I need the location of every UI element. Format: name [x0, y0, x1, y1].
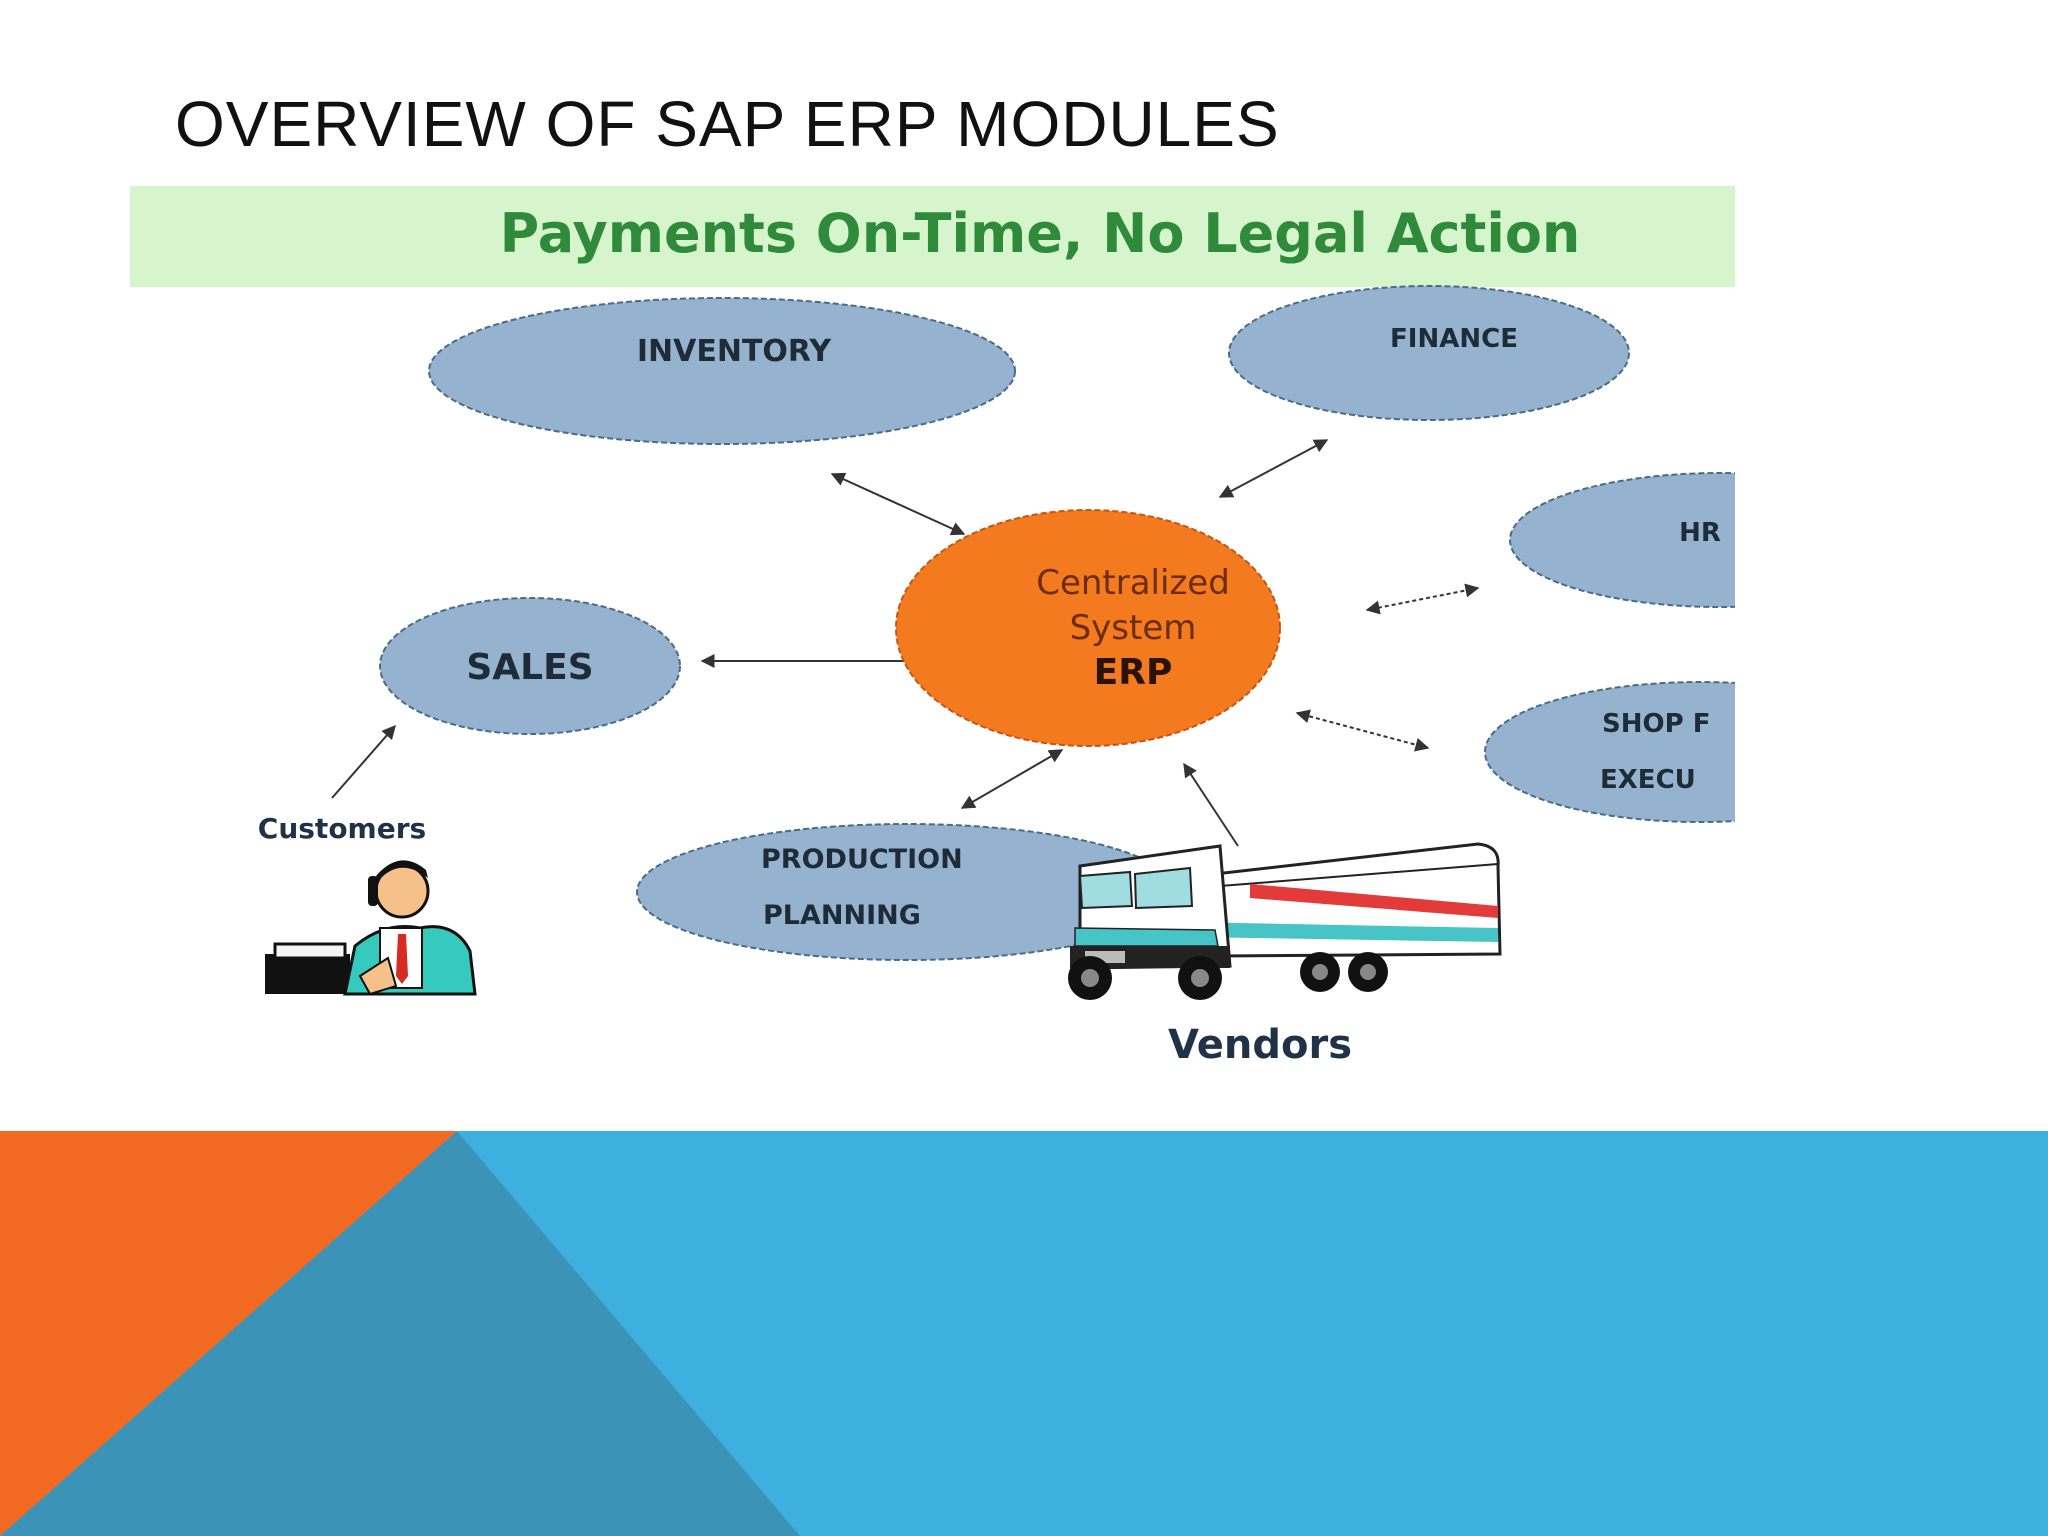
vendor-truck-icon — [1068, 842, 1502, 1000]
center-erp-system: Centralized System ERP — [895, 509, 1281, 747]
center-label-3: ERP — [1094, 652, 1173, 693]
customer-person-icon — [265, 860, 477, 996]
module-finance-label: FINANCE — [1390, 324, 1518, 354]
footer-dark-triangle — [0, 1131, 800, 1536]
module-inventory: INVENTORY — [428, 297, 1016, 445]
arrow-customers — [331, 724, 396, 799]
center-label-2: System — [1070, 608, 1197, 648]
module-shop-floor: SHOP F EXECU — [1484, 681, 1735, 823]
arrow-inventory — [830, 472, 966, 536]
arrow-hr — [1365, 583, 1480, 615]
arrow-production — [960, 749, 1064, 809]
arrow-shop-floor — [1295, 709, 1430, 752]
module-production-label-2: PLANNING — [763, 900, 921, 931]
module-sales: SALES — [379, 597, 681, 735]
banner-background — [130, 186, 1735, 287]
module-production-label-1: PRODUCTION — [761, 844, 963, 875]
module-shop-floor-label-2: EXECU — [1600, 765, 1696, 795]
erp-diagram: Payments On-Time, No Legal Action INVENT… — [130, 186, 1735, 1068]
module-finance: FINANCE — [1228, 285, 1630, 421]
vendors-label: Vendors — [1168, 1022, 1352, 1068]
center-label-1: Centralized — [1036, 563, 1230, 603]
slide-title: OVERVIEW OF SAP ERP MODULES — [175, 88, 1280, 160]
banner-text: Payments On-Time, No Legal Action — [500, 202, 1581, 265]
customers-label: Customers — [258, 812, 426, 845]
arrow-finance — [1218, 439, 1329, 498]
module-inventory-label: INVENTORY — [637, 334, 833, 369]
module-hr-label: HR — [1679, 518, 1721, 548]
connector-arrows — [331, 439, 1480, 847]
module-hr: HR — [1509, 472, 1735, 608]
arrow-vendors — [1183, 762, 1239, 847]
module-sales-label: SALES — [466, 647, 593, 688]
footer-decoration — [0, 1131, 2048, 1536]
module-production-planning: PRODUCTION PLANNING — [636, 823, 1178, 961]
module-shop-floor-label-1: SHOP F — [1602, 709, 1710, 739]
